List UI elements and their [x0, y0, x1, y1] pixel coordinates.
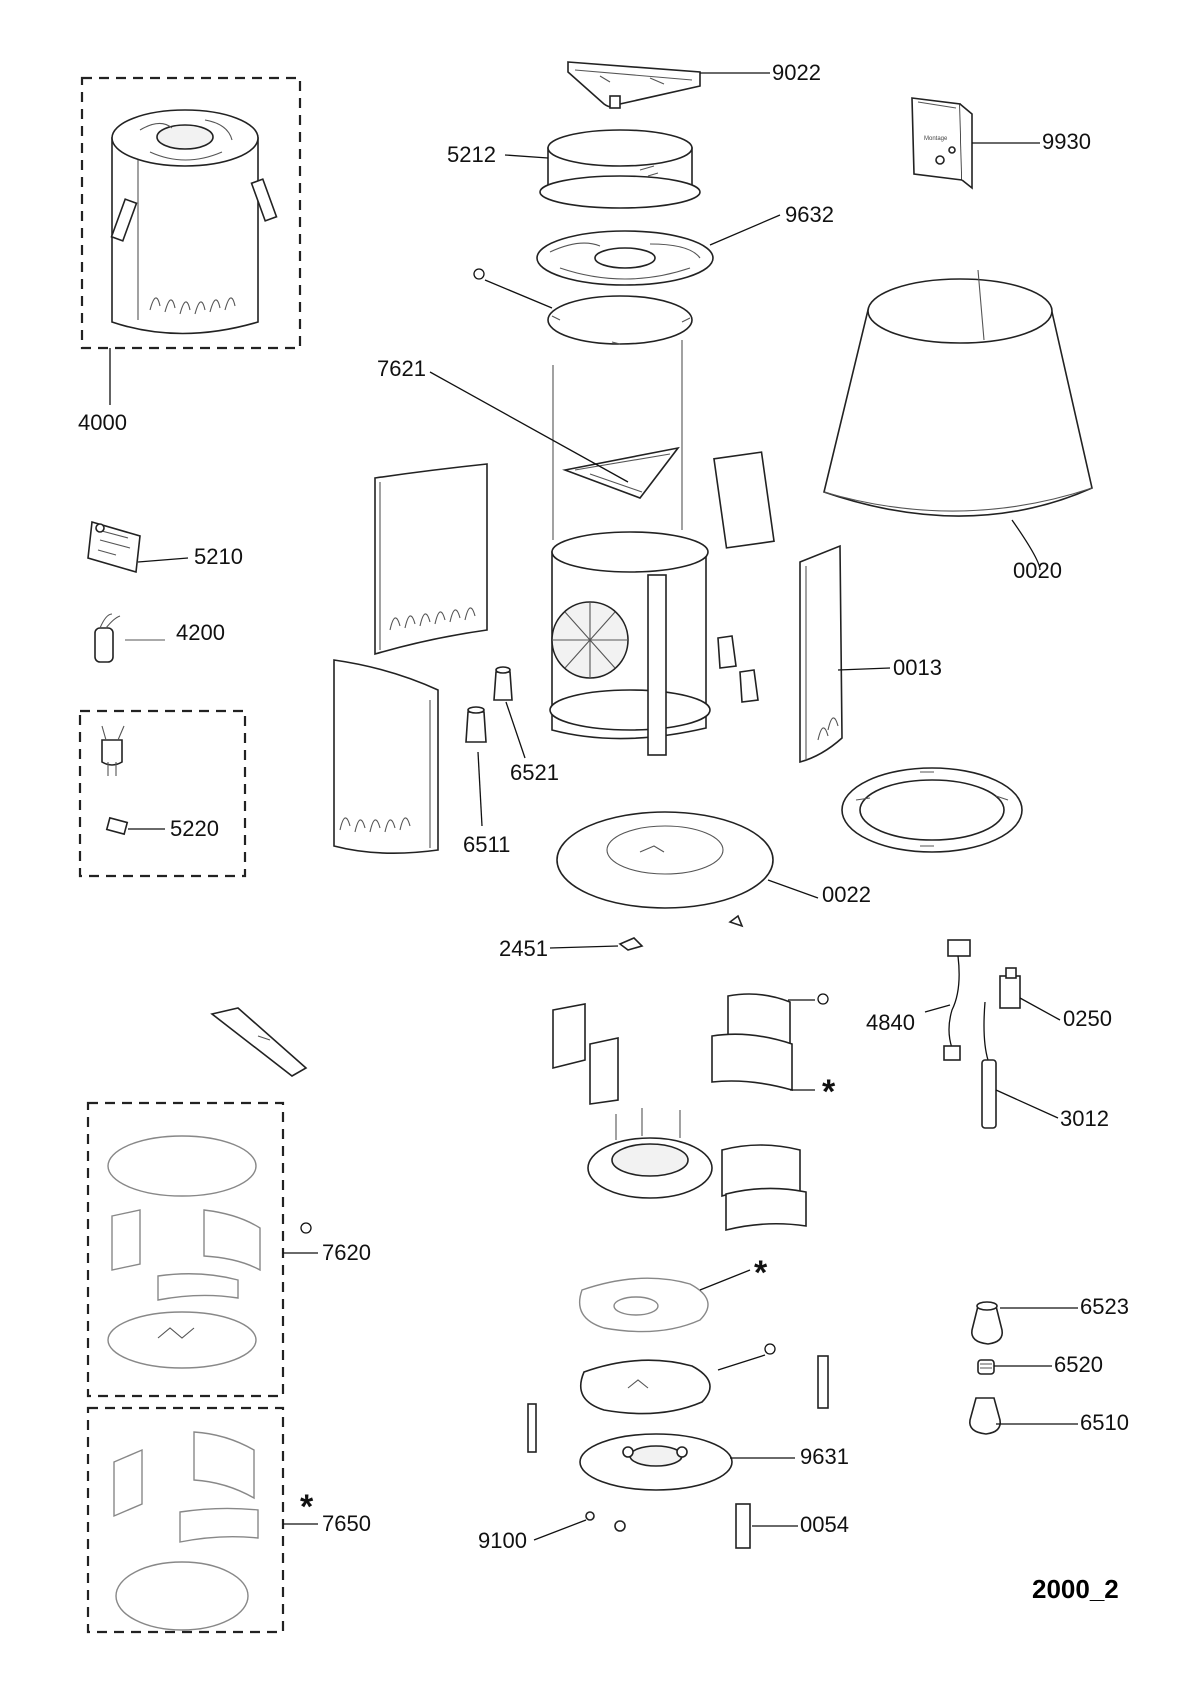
- part-6521-lamp-holder[interactable]: [493, 666, 513, 701]
- kit-box-7650: [86, 1406, 285, 1634]
- part-0022-cover-disc[interactable]: [556, 811, 774, 928]
- part-6511-lamp-holder[interactable]: [465, 706, 487, 743]
- part-4200-capacitor[interactable]: [94, 613, 121, 663]
- part-filter-arcs-upper[interactable]: [552, 993, 793, 1105]
- label-7620: 7620: [322, 1240, 371, 1265]
- part-side-panel-upper-left[interactable]: [374, 463, 488, 656]
- part-0250-switch[interactable]: [999, 967, 1021, 1009]
- label-6510: 6510: [1080, 1410, 1129, 1435]
- part-motor-frame[interactable]: [549, 451, 775, 756]
- label-0013: 0013: [893, 655, 942, 680]
- part-lamp-holder-right[interactable]: [717, 635, 759, 703]
- part-side-panel-lower-left[interactable]: [333, 659, 439, 854]
- label-6523: 6523: [1080, 1294, 1129, 1319]
- part-9100-screw[interactable]: [585, 1511, 626, 1532]
- part-3012-lamp-cable[interactable]: [981, 1001, 997, 1129]
- kit-box-7620: [86, 1101, 285, 1398]
- kit-box-5220: [78, 709, 247, 878]
- part-circle-filter-plate[interactable]: [579, 1359, 711, 1415]
- part-7621-triangle-filter[interactable]: [562, 446, 680, 499]
- part-5220-capacitor-kit[interactable]: [101, 725, 129, 836]
- label-7650: 7650: [322, 1511, 371, 1536]
- label-9022: 9022: [772, 60, 821, 85]
- label-9631: 9631: [800, 1444, 849, 1469]
- part-2451-clip[interactable]: [618, 937, 644, 951]
- part-9632-support-plate[interactable]: [536, 230, 714, 286]
- label-0250: 0250: [1063, 1006, 1112, 1031]
- marker-star-arcs: *: [822, 1073, 836, 1111]
- part-0020-chimney-shade[interactable]: [823, 269, 1093, 517]
- part-star-filter-plate[interactable]: [578, 1277, 709, 1333]
- label-4000: 4000: [78, 410, 127, 435]
- part-side-clip-left[interactable]: [527, 1403, 537, 1453]
- label-0020: 0020: [1013, 558, 1062, 583]
- part-side-clip-right[interactable]: [817, 1355, 829, 1409]
- marker-star-plate: *: [754, 1254, 768, 1292]
- marker-circle-plate: [764, 1343, 776, 1355]
- label-7621: 7621: [377, 356, 426, 381]
- label-5212: 5212: [447, 142, 496, 167]
- kit-box-4000: [80, 76, 302, 350]
- part-4000-motor-housing[interactable]: [110, 109, 278, 335]
- part-5212-top-ring[interactable]: [539, 129, 701, 209]
- label-3012: 3012: [1060, 1106, 1109, 1131]
- part-grease-filter-disc[interactable]: [547, 295, 693, 345]
- part-7620-filter-kit[interactable]: [107, 1135, 261, 1369]
- label-9930: 9930: [1042, 129, 1091, 154]
- part-filter-clip[interactable]: [210, 1007, 308, 1077]
- part-motor-base[interactable]: [587, 1108, 807, 1232]
- marker-circle-arcs: [817, 993, 829, 1005]
- part-0013-side-panel-right[interactable]: [799, 544, 843, 764]
- label-4840: 4840: [866, 1010, 915, 1035]
- part-mounting-ring[interactable]: [841, 767, 1023, 853]
- part-6520-lamp-socket[interactable]: [977, 1359, 995, 1375]
- drawing-reference: 2000_2: [1032, 1574, 1119, 1604]
- label-2451: 2451: [499, 936, 548, 961]
- part-4840-cable[interactable]: [943, 939, 971, 1061]
- part-9930-screw-bag[interactable]: Montage: [911, 97, 973, 190]
- label-0054: 0054: [800, 1512, 849, 1537]
- part-0054-clip[interactable]: [735, 1503, 751, 1549]
- label-5220: 5220: [170, 816, 219, 841]
- part-6523-lamp-bulb[interactable]: [971, 1301, 1004, 1345]
- svg-text:Montage: Montage: [924, 136, 948, 142]
- marker-star-7650: *: [300, 1488, 314, 1526]
- part-7650-filter-kit[interactable]: [113, 1431, 259, 1631]
- label-9632: 9632: [785, 202, 834, 227]
- label-6521: 6521: [510, 760, 559, 785]
- label-6520: 6520: [1054, 1352, 1103, 1377]
- label-4200: 4200: [176, 620, 225, 645]
- label-5210: 5210: [194, 544, 243, 569]
- part-9631-bottom-plate[interactable]: [579, 1433, 733, 1491]
- marker-circle-filter: [473, 268, 485, 280]
- part-6510-lamp-bulb[interactable]: [969, 1397, 1002, 1435]
- part-5210-control-card[interactable]: [87, 520, 141, 574]
- part-9022-top-bracket[interactable]: [567, 61, 701, 109]
- marker-circle-7620: [300, 1222, 312, 1234]
- label-9100: 9100: [478, 1528, 527, 1553]
- label-6511: 6511: [463, 832, 511, 857]
- label-0022: 0022: [822, 882, 871, 907]
